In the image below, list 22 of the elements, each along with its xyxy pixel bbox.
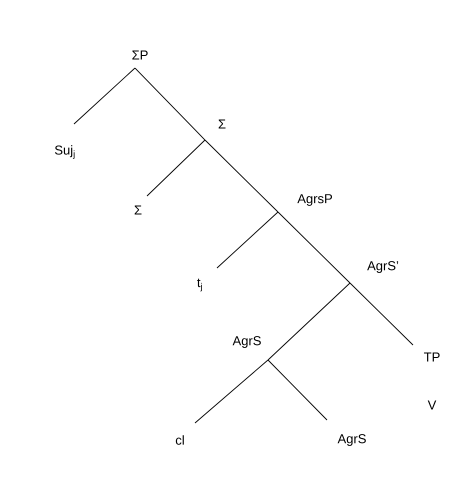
tree-node-label: ΣP — [132, 50, 148, 60]
tree-branch — [194, 360, 268, 424]
tree-node-label: AgrS — [338, 434, 366, 446]
tree-branch — [350, 282, 414, 346]
tree-branch — [278, 212, 350, 284]
tree-node-label: Σ — [218, 120, 226, 128]
tree-branch — [268, 282, 350, 360]
word-label: V — [428, 400, 436, 410]
tree-branch — [134, 68, 206, 140]
tree-node-label: cl — [176, 435, 184, 445]
tree-node-label: t$_{j}$ — [197, 278, 202, 292]
tree-node-label: Σ — [134, 206, 142, 214]
tree-branch — [204, 140, 278, 212]
tree-node-label: Suj$_{j}$ — [54, 145, 75, 159]
tree-node-label: AgrsP — [297, 194, 332, 206]
tree-branch — [74, 68, 136, 124]
tree-node-label: AgrS’ — [367, 261, 398, 273]
tree-branch — [268, 360, 328, 420]
tree-branch — [146, 140, 206, 196]
tree-node-label: TP — [424, 352, 440, 362]
tree-node-label: AgrS — [232, 336, 261, 348]
tree-branch — [216, 212, 278, 268]
